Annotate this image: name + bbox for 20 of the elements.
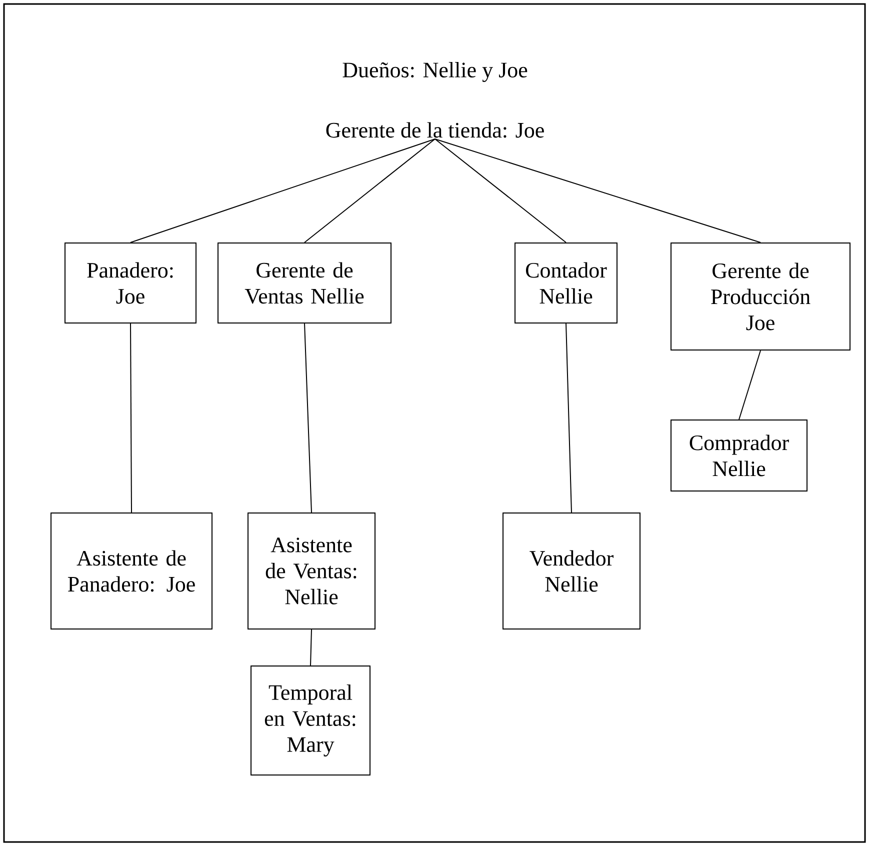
- connector-line: [130, 323, 132, 513]
- connector-line: [130, 138, 436, 243]
- heading: Dueños: Nellie y Joe: [342, 62, 528, 82]
- role-box: Comprador Nellie: [670, 420, 808, 492]
- connector-line: [434, 138, 761, 243]
- connector-line: [304, 323, 312, 513]
- role-box: Asistente de Ventas: Nellie: [248, 512, 376, 630]
- role-box: Panadero: Joe: [64, 242, 196, 324]
- role-box: Temporal en Ventas: Mary: [250, 666, 370, 776]
- role-box: Gerente de Producción Joe: [670, 242, 851, 350]
- role-text: Gerente de la tienda: Joe: [326, 122, 544, 138]
- role-box: Asistente de Panadero: Joe: [50, 512, 212, 630]
- connector-line: [304, 138, 436, 243]
- connector-line: [738, 350, 761, 420]
- role-box: Contador Nellie: [514, 242, 618, 324]
- role-box: Gerente de Ventas Nellie: [218, 242, 392, 324]
- connector-line: [434, 138, 566, 243]
- role-box: Vendedor Nellie: [502, 512, 640, 630]
- connector-line: [566, 323, 572, 513]
- connector-line: [310, 629, 312, 666]
